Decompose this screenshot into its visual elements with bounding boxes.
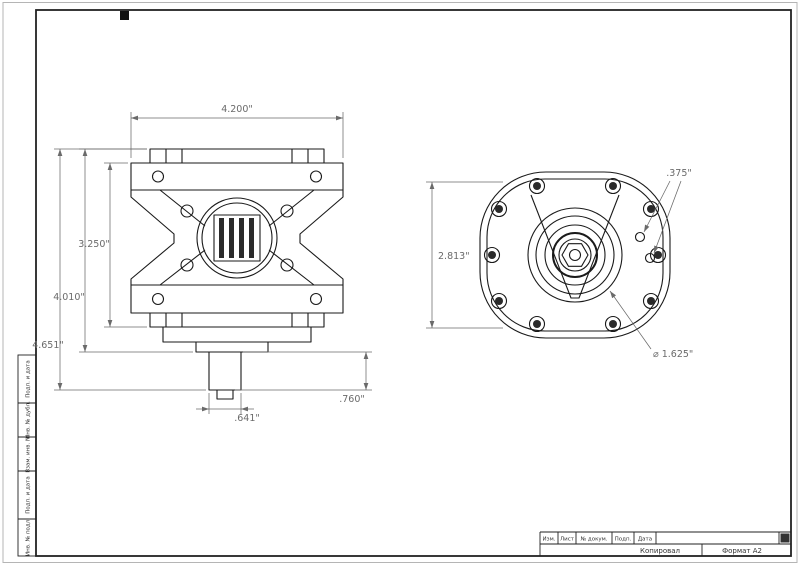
bolt-hole [309, 292, 323, 306]
bolt-hole [151, 170, 165, 183]
body-web-lines [159, 189, 315, 286]
margin-label: Инв. № дубл. [26, 401, 32, 439]
shaft-tip [216, 389, 234, 400]
flange-inner-outline [486, 178, 664, 332]
title-cell: Дата [638, 537, 652, 543]
upper-flange [130, 162, 344, 191]
shaft [208, 351, 242, 391]
front-view [479, 171, 671, 339]
body-outline-right [299, 190, 344, 285]
bolt-hole [309, 170, 323, 183]
corner-stamp-mark [120, 11, 129, 20]
small-hole [634, 231, 646, 243]
sheet-number-mark [780, 533, 790, 543]
dim-bolt-hole-label: .375" [666, 168, 692, 179]
bolt [604, 315, 622, 333]
hex-nut [561, 243, 589, 267]
dim-height-label: 2.813" [438, 251, 470, 262]
boss-hole [180, 204, 194, 218]
center-port [196, 197, 278, 279]
title-block [539, 531, 791, 556]
bolt [490, 200, 508, 218]
margin-label: Подп. и дата [26, 476, 32, 513]
top-plate [149, 148, 325, 164]
lower-flange [130, 284, 344, 314]
front-view-dim-labels: .375" 2.813" ⌀ 1.625" [438, 168, 693, 360]
margin-label: Подп. и дата [26, 360, 32, 397]
boss-hole [180, 258, 194, 272]
bolt [642, 200, 660, 218]
side-view-dimensions [54, 112, 372, 414]
bolt [528, 177, 546, 195]
bolt-hole [151, 292, 165, 306]
boss-hole [280, 204, 294, 218]
title-cell: Лист [560, 537, 575, 543]
title-cell: Подп. [615, 537, 632, 543]
bolt [528, 315, 546, 333]
boss-hole [280, 258, 294, 272]
dim-shaft-len-label: .760" [339, 394, 365, 405]
adapter-plate [162, 326, 312, 343]
bolt [642, 292, 660, 310]
v-brace [530, 194, 620, 299]
bottom-plate [149, 312, 325, 328]
gear-hatch [219, 218, 254, 258]
side-view [130, 148, 344, 400]
body-outline-left [130, 190, 175, 285]
small-hole [644, 252, 656, 264]
center-port-inner [201, 202, 273, 274]
dim-body-height-label: 3.250" [78, 239, 110, 250]
flange-outline [479, 171, 671, 339]
margin-label: Взам. инв. № [26, 435, 32, 473]
copied-label: Копировал [640, 547, 680, 555]
gear-window [213, 214, 261, 262]
hub [527, 207, 623, 303]
title-cell: № докум. [580, 537, 607, 543]
dim-shaft-dia-label: .641" [234, 413, 260, 424]
left-margin-table [17, 354, 37, 557]
format-label: Формат А2 [722, 547, 762, 555]
bolt [490, 292, 508, 310]
shaft-boss [195, 341, 269, 353]
title-cell: Изм. [543, 537, 556, 543]
dim-overall-height-label: 4.651" [32, 340, 64, 351]
sheet-frame [2, 2, 798, 563]
dim-hub-dia-label: ⌀ 1.625" [653, 349, 693, 360]
title-block-labels: Изм. Лист № докум. Подп. Дата Копировал … [543, 537, 762, 556]
front-view-dimensions [426, 180, 682, 350]
side-view-dim-labels: 4.200" 3.250" 4.010" 4.651" .641" .760" [32, 104, 365, 424]
bolt [483, 246, 501, 264]
bolt [604, 177, 622, 195]
dim-mid-height-label: 4.010" [53, 292, 85, 303]
left-margin-labels: Подп. и дата Инв. № дубл. Взам. инв. № П… [26, 360, 32, 556]
margin-label: Инв. № подл. [26, 518, 32, 556]
dim-width-label: 4.200" [221, 104, 253, 115]
